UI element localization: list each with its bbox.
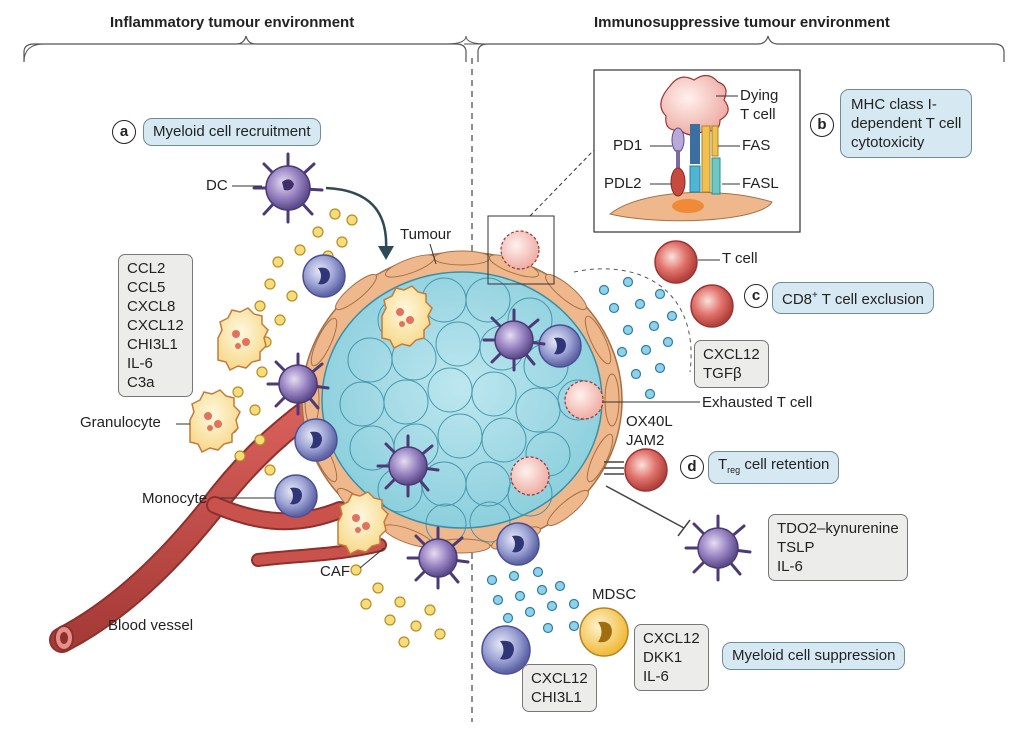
panel-b-line-3: cytotoxicity [851, 134, 925, 151]
blood-vessel-shape [49, 397, 387, 653]
factor-item: CXCL12 [531, 670, 588, 687]
exclusion-boundary [573, 268, 692, 373]
label-leaders [176, 185, 720, 569]
panel-a-badge: a [112, 120, 136, 144]
monocytes [274, 254, 582, 675]
factor-item: DKK1 [643, 649, 683, 666]
dying-t-cell-line-2: T cell [740, 106, 776, 123]
granulocytes [189, 285, 433, 556]
left-header-bracket [23, 35, 467, 62]
caf-label: CAF [320, 563, 350, 580]
granulocyte-label: Granulocyte [80, 414, 161, 431]
factor-item: C3a [127, 374, 155, 391]
right-header-bracket [477, 35, 1005, 62]
factor-item: IL-6 [643, 668, 669, 685]
dc-label: DC [206, 177, 228, 194]
factor-item: JAM2 [626, 432, 665, 449]
factor-item: CXCL12 [703, 346, 760, 363]
recruitment-arrow [325, 186, 388, 251]
pdl2-label: PDL2 [604, 175, 642, 192]
exhausted-t-cells [500, 230, 604, 496]
t-cell-label: T cell [722, 250, 758, 267]
blue-chemokine-dots [486, 276, 678, 634]
inflammatory-factors-box: CCL2 CCL5 CXCL8 CXCL12 CHI3L1 IL-6 C3a [118, 254, 193, 397]
pd1-label: PD1 [613, 137, 643, 154]
factor-item: TDO2–kynurenine [777, 520, 899, 537]
myeloid-suppression-title: Myeloid cell suppression [722, 642, 906, 670]
t-cells [624, 240, 734, 492]
factor-item: CXCL12 [127, 317, 184, 334]
panel-a-title: Myeloid cell recruitment [143, 118, 321, 146]
panel-b-badge: b [810, 113, 834, 137]
dendritic-cells [266, 308, 752, 590]
factor-item: CCL5 [127, 279, 166, 296]
tumour-label: Tumour [400, 226, 452, 243]
inflammatory-header: Inflammatory tumour environment [110, 14, 355, 31]
panel-b-line-2: dependent T cell [851, 115, 962, 132]
factor-item: CXCL8 [127, 298, 176, 315]
factor-item: TSLP [777, 539, 815, 556]
retention-factors: OX40L JAM2 [626, 412, 673, 450]
factor-item: IL-6 [127, 355, 153, 372]
factor-item: CHI3L1 [531, 689, 582, 706]
panel-b-title: MHC class I- dependent T cell cytotoxici… [840, 89, 973, 158]
inhibition-line [605, 485, 691, 537]
mdsc-cell [579, 607, 629, 657]
suppression-factors-box: TDO2–kynurenine TSLP IL-6 [768, 514, 908, 581]
mdsc-label: MDSC [592, 586, 637, 603]
inset-connector [529, 149, 595, 217]
panel-d-title-prefix: T [718, 456, 728, 473]
factor-item: CCL2 [127, 260, 166, 277]
dying-t-cell-label: Dying T cell [740, 86, 778, 124]
panel-d-badge: d [680, 455, 704, 479]
immunosuppressive-header: Immunosuppressive tumour environment [594, 14, 890, 31]
monocyte-label: Monocyte [142, 490, 208, 507]
factor-item: OX40L [626, 413, 673, 430]
factor-item: CXCL12 [643, 630, 700, 647]
exclusion-factors-box: CXCL12 TGFβ [694, 340, 769, 388]
fasl-label: FASL [742, 175, 779, 192]
monocyte-factors-box: CXCL12 CHI3L1 [522, 664, 597, 712]
dendritic-cell-top [252, 152, 324, 224]
panel-d-title: Treg cell retention [708, 451, 840, 484]
inset-leaders [650, 95, 740, 185]
fas-label: FAS [742, 137, 771, 154]
panel-c-title-prefix: CD8 [782, 291, 813, 308]
panel-d-title-sub: reg [727, 465, 741, 475]
yellow-chemokine-dots [226, 208, 446, 648]
panel-c-badge: c [744, 284, 768, 308]
factor-item: TGFβ [703, 365, 742, 382]
retention-link [604, 461, 624, 475]
inset-illustration [608, 74, 773, 222]
panel-d-title-suffix: cell retention [740, 456, 830, 473]
mdsc-factors-box: CXCL12 DKK1 IL-6 [634, 624, 709, 691]
dying-t-cell-line-1: Dying [740, 87, 779, 104]
panel-c-title-sup: + [812, 290, 818, 301]
exhausted-t-cell-label: Exhausted T cell [702, 394, 813, 411]
panel-c-title-suffix: T cell exclusion [817, 291, 925, 308]
blood-vessel-label: Blood vessel [108, 617, 194, 634]
factor-item: IL-6 [777, 558, 803, 575]
inset-zoom-source [487, 215, 555, 285]
panel-b-line-1: MHC class I- [851, 96, 937, 113]
panel-c-title: CD8+ T cell exclusion [772, 282, 935, 314]
factor-item: CHI3L1 [127, 336, 178, 353]
